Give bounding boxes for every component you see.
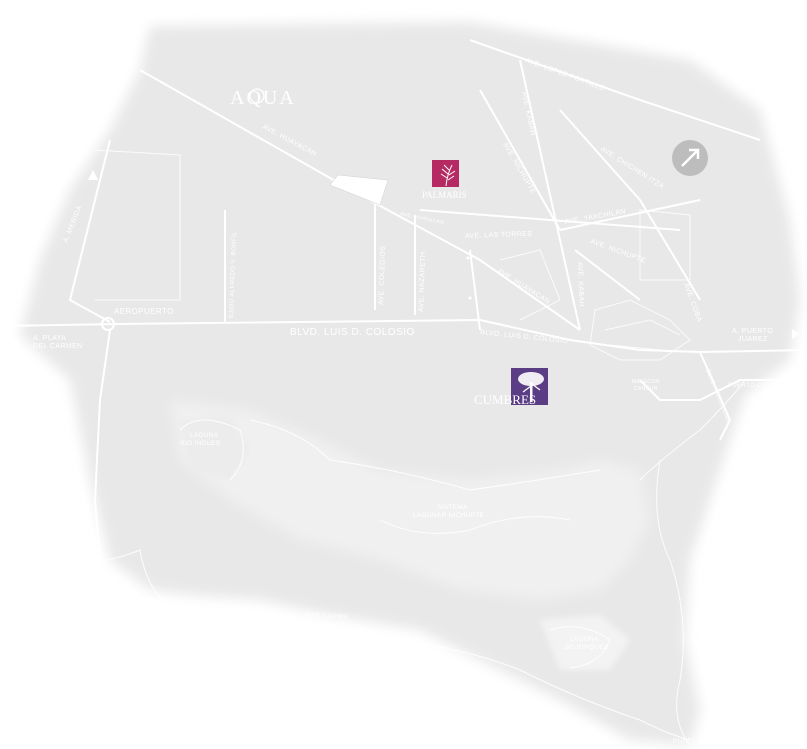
coastline	[44, 379, 746, 746]
road-label: AEROPUERTO	[114, 307, 174, 316]
land-area	[20, 22, 800, 745]
place-label: LAGUNAR NICHUPTE	[413, 512, 485, 519]
road-label: AVE. KABAH	[576, 262, 585, 307]
aqua-label: AQUA	[230, 87, 296, 109]
roundabout	[101, 317, 115, 331]
place-label: RIO INGLES	[180, 440, 221, 447]
huayacan-highlight	[329, 174, 389, 206]
road-label: DEL CARMEN	[33, 343, 83, 350]
road-network	[0, 39, 807, 561]
cumbres-logo[interactable]: CUMBRES	[474, 368, 548, 407]
road-label: AVE. LAS TORRES	[465, 231, 533, 240]
place-label: BOJORQUEZ	[565, 644, 608, 651]
tree-icon	[518, 372, 544, 402]
road-label: EJIDO ALFREDO V. BONFIL	[229, 231, 238, 318]
place-label: LAGUNA	[190, 432, 219, 439]
marker-dots	[466, 256, 472, 300]
palmaris-badge	[432, 160, 459, 187]
water-labels: LAGUNA RIO INGLES SISTEMA LAGUNAR NICHUP…	[143, 432, 733, 745]
place-label: MUJERES	[698, 594, 732, 601]
road-label: CANCUN	[634, 386, 658, 392]
north-arrow-icon	[672, 140, 708, 176]
aqua-emblem-icon	[249, 88, 265, 104]
place-label: PUNTA NIZUC	[143, 658, 189, 665]
place-label: PUNTA CANCUN	[673, 738, 727, 745]
road-label: PUERTO CANCUN	[728, 383, 785, 389]
road-label: MALECON	[632, 379, 660, 385]
road-label: A. PUERTO	[732, 328, 773, 335]
place-label: LAGUNA	[570, 636, 599, 643]
palm-icon	[440, 164, 456, 187]
palmaris-logo[interactable]: PALMARIS	[422, 160, 467, 200]
road-network-minor	[94, 149, 691, 361]
road-label: AVE. COLEGIOS	[378, 246, 387, 305]
direction-arrows	[10, 170, 800, 349]
place-label: BAHIA DE	[700, 586, 733, 593]
place-label: MAR CARIBE	[305, 611, 349, 621]
arrow-up-icon	[88, 170, 98, 180]
road-label: A. PLAYA	[33, 335, 66, 342]
arrow-right-icon	[792, 329, 800, 339]
arrow-left-icon	[10, 339, 18, 349]
cumbres-label: CUMBRES	[474, 392, 536, 407]
aqua-logo[interactable]: AQUA	[230, 87, 296, 109]
road-label: JUAREZ	[738, 336, 768, 343]
palmaris-label: PALMARIS	[422, 190, 467, 200]
road-label: BLVD. LUIS D. COLOSIO	[290, 327, 415, 338]
road-label: AVE. NAZARETH	[418, 252, 427, 313]
place-label: SISTEMA	[437, 504, 468, 511]
